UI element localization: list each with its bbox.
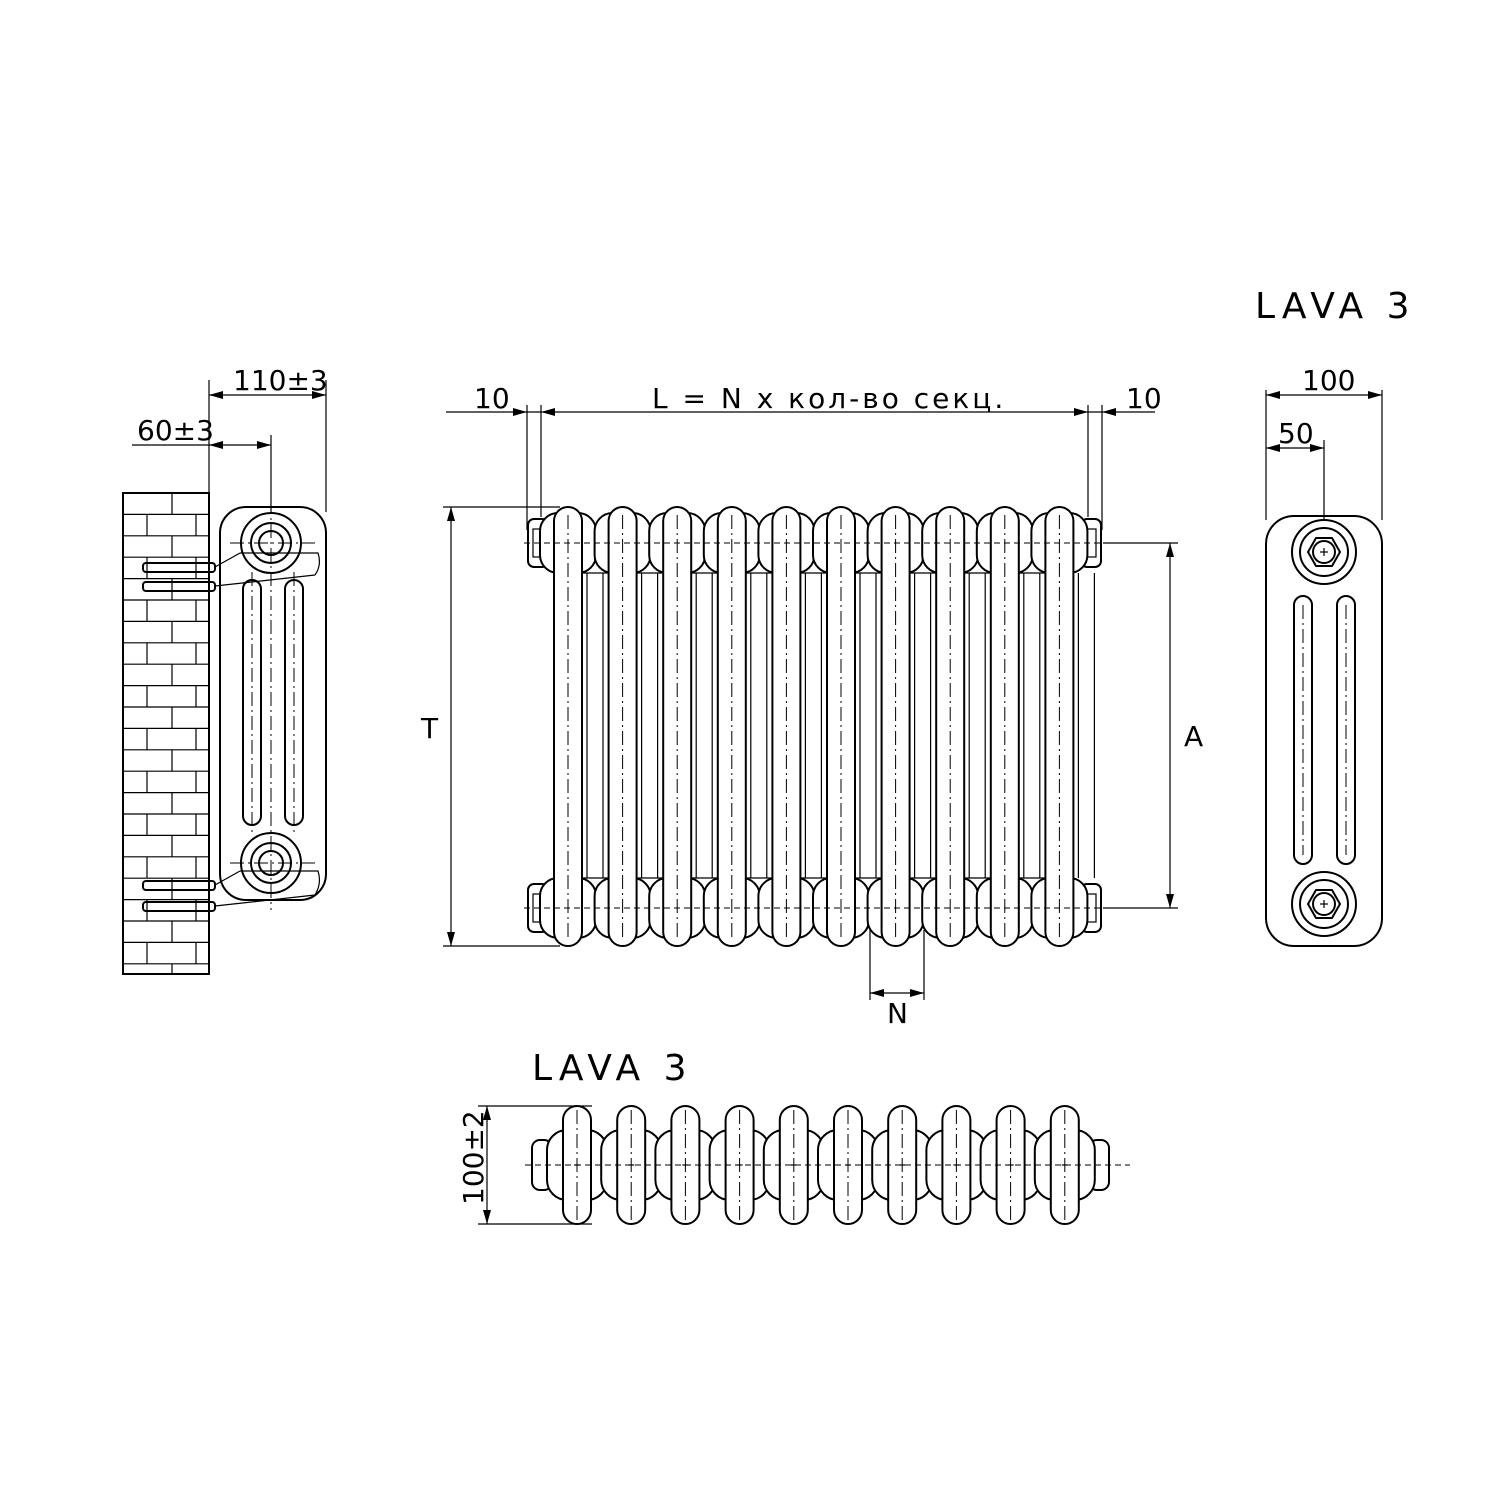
title-top: LAVA 3 xyxy=(1255,286,1416,327)
dim-axis: A xyxy=(1184,720,1203,753)
rear-column xyxy=(909,572,936,879)
dim-height: T xyxy=(420,712,439,745)
radiator-section xyxy=(662,506,693,947)
dim-half: 50 xyxy=(1278,417,1314,450)
dim-110: 110±3 xyxy=(233,364,328,397)
end-channel-left xyxy=(1293,595,1313,865)
radiator-section xyxy=(935,506,966,947)
brick-wall xyxy=(122,492,210,975)
end-channel-right xyxy=(1336,595,1356,865)
side-view: 110±3 60±3 xyxy=(122,364,328,975)
radiator-section xyxy=(989,506,1020,947)
end-view: 100 50 xyxy=(1265,364,1383,947)
rear-column xyxy=(1077,573,1096,878)
end-section-body xyxy=(1265,515,1383,947)
radiator-section xyxy=(607,506,638,947)
end-connector-bottom xyxy=(1291,871,1357,937)
radiator-section xyxy=(1044,506,1075,947)
wall-bracket-bottom xyxy=(142,870,321,912)
rear-column xyxy=(855,572,881,879)
dim-60: 60±3 xyxy=(137,414,214,447)
rear-column xyxy=(582,572,608,879)
radiator-section xyxy=(553,506,583,947)
top-section xyxy=(887,1105,918,1225)
rear-column xyxy=(745,572,772,879)
rear-column xyxy=(1018,572,1045,879)
title-bottom: LAVA 3 xyxy=(532,1048,693,1089)
rear-column xyxy=(691,572,718,879)
dim-length: L = N x кол-во секц. xyxy=(652,382,1006,415)
side-section-body xyxy=(219,506,327,901)
radiator-section xyxy=(771,506,802,947)
dim-depth: 100±2 xyxy=(457,1110,490,1205)
rear-column xyxy=(964,572,991,879)
top-view: 100±2 xyxy=(457,1105,1130,1225)
dim-left-gap: 10 xyxy=(474,382,510,415)
top-section xyxy=(778,1105,809,1225)
radiator-section xyxy=(826,506,856,947)
rear-column xyxy=(800,572,827,879)
wall-bracket-top xyxy=(142,552,321,592)
dim-right-gap: 10 xyxy=(1126,382,1162,415)
radiator-section xyxy=(880,506,911,947)
radiator-sections xyxy=(527,506,1102,947)
rear-column xyxy=(636,572,663,879)
dim-width: 100 xyxy=(1302,364,1355,397)
dim-section: N xyxy=(887,997,908,1030)
radiator-section xyxy=(716,506,747,947)
end-connector-top xyxy=(1291,519,1357,585)
front-view: 10 L = N x кол-во секц. 10 T A N xyxy=(420,382,1203,1030)
